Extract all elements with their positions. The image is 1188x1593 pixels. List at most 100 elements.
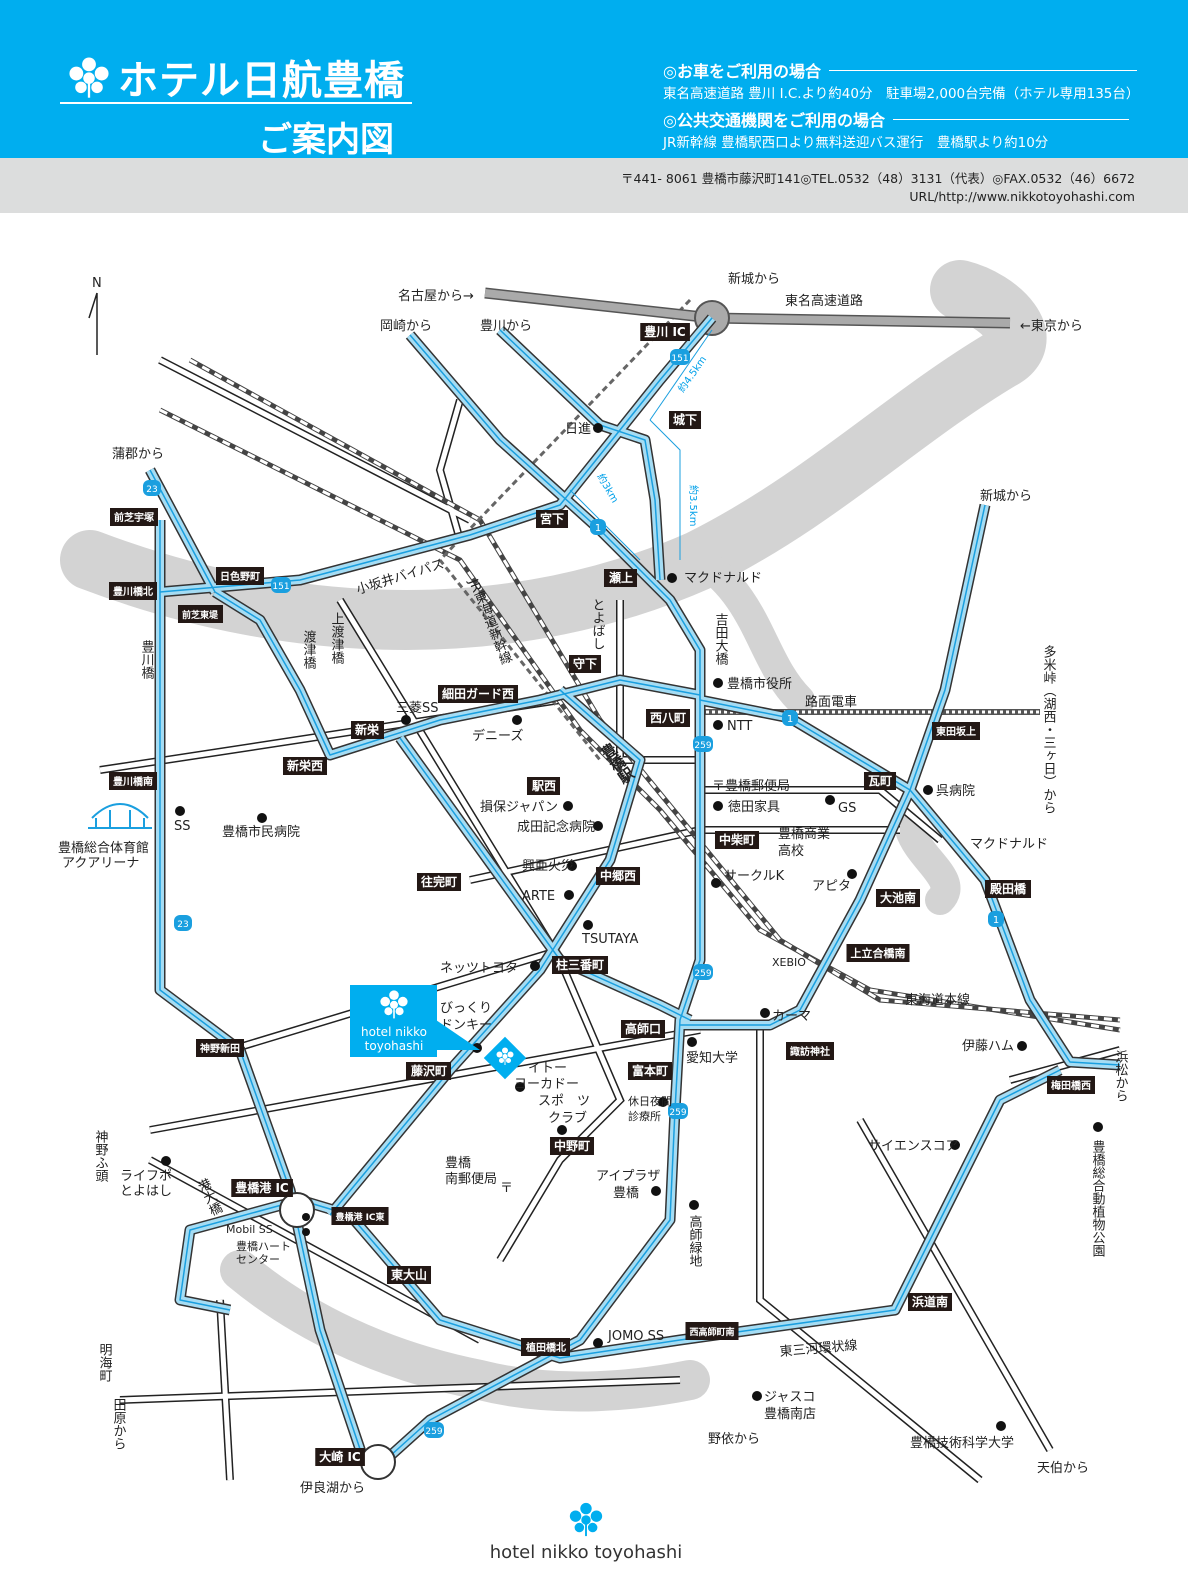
place-label: 愛知大学: [686, 1050, 738, 1066]
place-label: 路面電車: [805, 694, 857, 710]
place-label: アクアリーナ: [62, 856, 139, 871]
route-259-shield: 259: [693, 736, 713, 752]
place-label: カーマ: [772, 1009, 811, 1024]
svg-text:宮下: 宮下: [540, 511, 564, 526]
svg-text:守下: 守下: [573, 656, 597, 671]
place-label: デニーズ: [472, 728, 523, 744]
divider: [60, 102, 412, 104]
place-label: 豊橋: [445, 1156, 471, 1171]
svg-text:豊橋港 IC: 豊橋港 IC: [235, 1180, 289, 1195]
distance-label: 約3km: [594, 471, 621, 505]
place-label: 日進: [565, 422, 591, 437]
place-label: 明海町: [97, 1343, 113, 1382]
arena-icon: [88, 803, 152, 829]
place-label: ライフポ: [120, 1169, 172, 1184]
place-label: 豊橋市民病院: [222, 824, 300, 840]
place-label: センター: [236, 1253, 280, 1266]
tomei-expressway: [484, 287, 1011, 336]
place-label: 豊橋商業: [778, 826, 830, 842]
svg-text:東大山: 東大山: [391, 1267, 427, 1282]
intersection-label: 新栄: [350, 721, 384, 739]
place-label: 豊橋総合体育館: [58, 840, 149, 856]
svg-text:N: N: [92, 276, 102, 291]
place-label: 田原から: [111, 1398, 127, 1450]
place-label: 徳田家具: [728, 799, 780, 815]
intersection-label: 神野新田: [196, 1039, 244, 1057]
intersection-label: 中郷西: [595, 867, 641, 885]
transit-text: JR新幹線 豊橋駅西口より無料送迎バス運行 豊橋駅より約10分: [663, 135, 1049, 151]
guide-title: ご案内図: [258, 120, 394, 160]
address: 〒441- 8061 豊橋市藤沢町141◎TEL.0532（48）3131（代表…: [621, 171, 1135, 186]
intersection-label: 細田ガード西: [437, 685, 519, 703]
svg-text:豊川 IC: 豊川 IC: [644, 324, 686, 339]
place-label: ←東京から: [1020, 318, 1083, 334]
svg-text:151: 151: [272, 582, 289, 592]
intersection-label: 豊川橋北: [109, 582, 157, 600]
place-label: 天伯から: [1037, 1461, 1089, 1476]
svg-text:瓦町: 瓦町: [868, 774, 892, 788]
hotel-title: ホテル日航豊橋: [118, 58, 405, 104]
intersection-label: 駅西: [526, 777, 561, 795]
svg-text:toyohashi: toyohashi: [365, 1039, 424, 1053]
intersection-label: 日色野町: [216, 567, 264, 585]
intersection-label: 宮下: [535, 510, 569, 528]
place-label: 高師緑地: [687, 1214, 703, 1267]
place-label: 〒豊橋郵便局: [712, 779, 790, 794]
svg-text:梅田橋西: 梅田橋西: [1051, 1079, 1091, 1092]
intersection-label: 殿田橋: [984, 880, 1031, 898]
intersection-label: 西八町: [645, 709, 691, 727]
intersection-label: 高師口: [620, 1020, 666, 1038]
place-label: ジャスコ: [764, 1390, 815, 1405]
intersection-label: 藤沢町: [405, 1062, 452, 1080]
intersection-label: 富本町: [627, 1062, 673, 1080]
place-label: 野依から: [708, 1432, 760, 1447]
distance-label: 約3.5km: [687, 485, 700, 526]
place-label: 豊橋ハート: [236, 1239, 291, 1253]
svg-text:hotel nikko: hotel nikko: [361, 1025, 427, 1039]
intersection-label: 豊川 IC: [640, 323, 690, 341]
svg-text:殿田橋: 殿田橋: [989, 881, 1027, 896]
place-label: 上渡津橋: [329, 612, 345, 665]
place-label: 豊橋総合動植物公園: [1090, 1140, 1106, 1257]
place-label: とよはし: [120, 1184, 172, 1199]
svg-text:259: 259: [425, 1427, 442, 1437]
post-office-icon: 〒: [500, 1181, 513, 1196]
place-label: アピタ: [812, 879, 851, 894]
svg-text:259: 259: [694, 969, 711, 979]
place-label: とよばし: [590, 598, 605, 650]
intersection-label: 瓦町: [863, 772, 897, 790]
place-label: 興亜火災: [522, 859, 574, 874]
car-text: 東名高速道路 豊川 I.C.より約40分 駐車場2,000台完備（ホテル専用13…: [663, 86, 1140, 102]
intersection-label: 東大山: [386, 1266, 432, 1284]
svg-text:23: 23: [177, 920, 188, 930]
place-label: 岡崎から: [380, 319, 432, 334]
place-label: NTT: [727, 719, 752, 734]
intersection-label: 新栄西: [282, 757, 328, 775]
place-label: アイプラザ: [596, 1169, 660, 1184]
intersection-label: 豊川橋南: [109, 772, 157, 790]
intersection-label: 植田橋北: [521, 1338, 570, 1356]
svg-text:細田ガード西: 細田ガード西: [442, 686, 514, 701]
place-label: 豊川橋: [139, 640, 155, 680]
place-label: SS: [174, 819, 191, 834]
route-1-shield: 1: [782, 710, 798, 726]
place-label: 南郵便局: [445, 1171, 497, 1187]
place-label: 高校: [778, 843, 804, 859]
place-label: 東海道本線: [905, 992, 970, 1008]
hotel-marker[interactable]: hotel nikko toyohashi: [350, 985, 527, 1080]
route-259-shield: 259: [668, 1103, 688, 1119]
place-label: 渡津橋: [301, 629, 317, 670]
footer-logo: hotel nikko toyohashi: [490, 1503, 682, 1563]
intersection-label: 豊橋港 IC東: [331, 1207, 389, 1225]
svg-text:藤沢町: 藤沢町: [410, 1063, 447, 1078]
url-link[interactable]: URL/http://www.nikkotoyohashi.com: [909, 189, 1135, 204]
place-label: TSUTAYA: [581, 932, 638, 947]
place-label: サークルK: [724, 869, 785, 884]
river: [60, 260, 1047, 1412]
place-label: マクドナルド: [970, 837, 1048, 852]
poi-dots: [161, 423, 1103, 1431]
intersection-label: 中柴町: [714, 831, 760, 849]
svg-text:中野町: 中野町: [554, 1138, 590, 1153]
place-label: 伊良湖から: [300, 1480, 365, 1496]
